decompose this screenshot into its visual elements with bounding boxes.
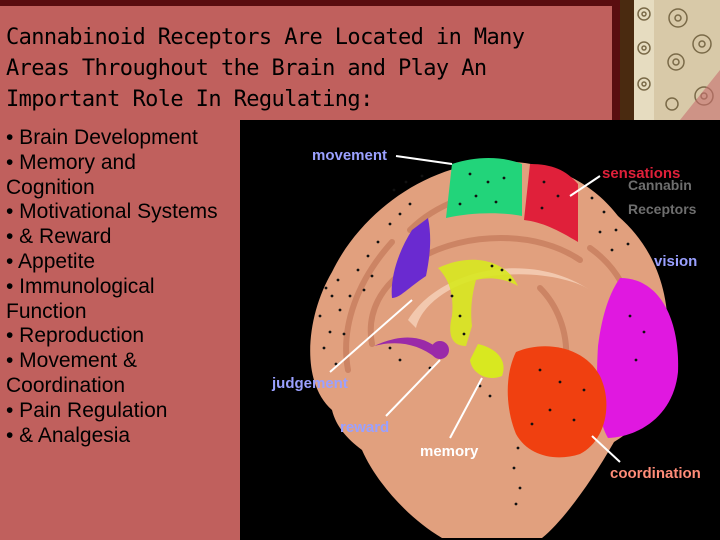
judgement-label: judgement [271,375,348,392]
memory-label: memory [420,443,479,460]
list-item: • Motivational Systems [6,200,218,224]
list-item: • & Reward [6,225,112,249]
brain-diagram-svg: movement sensations Cannabin Receptors v… [271,147,701,538]
coordination-pointer [591,435,621,463]
hippocampus-region [470,344,504,379]
list-item: • Pain Regulation [6,398,168,422]
memory-region [438,259,518,346]
slide-frame-right [612,0,620,120]
coordination-region [507,346,607,458]
list-item: • Memory and [6,150,136,174]
reward-pointer [385,359,441,417]
receptor-dots [318,172,646,506]
sensations-label: sensations [602,165,680,182]
title-line-2: Areas Throughout the Brain and Play An [6,56,487,81]
floral-decoration [620,0,720,120]
title-line-1: Cannabinoid Receptors Are Located in Man… [6,25,525,50]
movement-pointer [395,155,453,165]
brain-diagram: movement sensations Cannabin Receptors v… [240,120,720,540]
slide-frame-top [0,0,618,6]
title-line-3: Important Role In Regulating: [6,87,373,112]
judgement-region [391,218,431,298]
reward-nucleus [431,341,449,359]
vision-label: vision [654,253,697,270]
sensations-region [524,164,578,242]
legend-line-2: Receptors [628,201,697,217]
movement-region [446,158,522,218]
vision-region [597,278,679,438]
list-item: • Brain Development [6,126,198,149]
list-item: • Reproduction [6,324,145,348]
legend-line-1: Cannabin [628,177,692,193]
movement-label: movement [312,147,387,164]
list-item: Coordination [6,373,126,397]
judgement-pointer [329,299,413,373]
reward-label: reward [340,419,389,436]
sensations-pointer [569,175,601,197]
reward-region [374,337,440,358]
memory-pointer [449,377,483,439]
coordination-label: coordination [610,465,701,482]
list-item: • Appetite [6,249,96,273]
list-item: • Immunological [6,274,155,298]
regulation-list: • Brain Development • Memory and Cogniti… [6,126,276,448]
list-item: Cognition [6,175,95,199]
slide-title: Cannabinoid Receptors Are Located in Man… [6,22,606,115]
list-item: • & Analgesia [6,423,131,447]
list-item: • Movement & [6,349,138,373]
list-item: Function [6,299,87,323]
